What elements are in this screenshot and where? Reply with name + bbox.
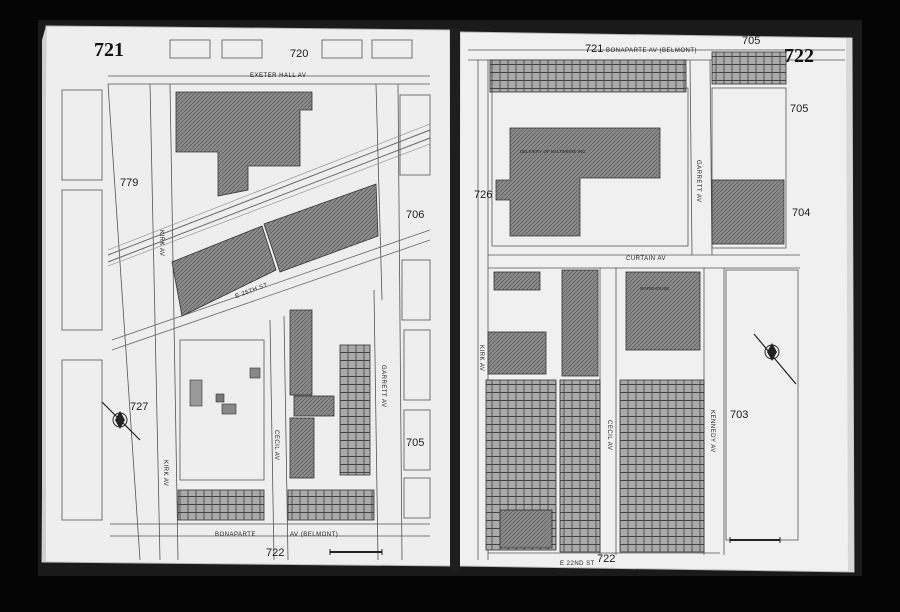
sheet-number-right: 722 <box>784 45 814 67</box>
street-cecil-right: CECIL AV <box>606 420 612 450</box>
left-buildings <box>171 91 379 521</box>
block-721-right: 721 <box>585 43 603 55</box>
scale-bar-left <box>329 549 383 555</box>
street-exeter-hall: EXETER HALL AV <box>250 73 306 79</box>
block-705-top: 705 <box>742 35 760 47</box>
scale-bar-right <box>729 537 781 543</box>
street-bonaparte-right: BONAPARTE AV (BELMONT) <box>606 48 697 54</box>
left-map <box>61 39 431 561</box>
street-curtain: CURTAIN AV <box>626 256 666 262</box>
right-buildings <box>485 51 787 553</box>
street-kirk-left: KIRK AV <box>158 230 164 256</box>
label-delivery-bldg: DELIVERY OF BALTIMORE INC <box>520 149 586 154</box>
block-779: 779 <box>120 177 138 189</box>
street-e22nd: E 22ND ST <box>560 561 595 567</box>
label-warehouse: WAREHOUSE <box>640 286 669 291</box>
street-kirk-left-lower: KIRK AV <box>162 460 168 486</box>
sheet-number-left: 721 <box>94 39 124 61</box>
street-kirk-right: KIRK AV <box>478 345 484 371</box>
street-garrett-left: GARRETT AV <box>380 365 386 407</box>
north-arrow-left-icon <box>101 401 141 441</box>
block-727: 727 <box>130 401 148 413</box>
block-720: 720 <box>290 48 308 60</box>
street-kennedy: KENNEDY AV <box>709 410 715 453</box>
block-705-right: 705 <box>790 103 808 115</box>
street-belmont-left: AV (BELMONT) <box>290 532 338 538</box>
street-bonaparte-left: BONAPARTE <box>215 532 256 538</box>
block-704: 704 <box>792 207 810 219</box>
street-garrett-right: GARRETT AV <box>695 160 701 202</box>
block-722-left: 722 <box>266 547 284 559</box>
street-cecil-left: CECIL AV <box>273 430 279 460</box>
block-706: 706 <box>406 209 424 221</box>
book-gutter <box>450 28 460 570</box>
north-arrow-right-icon <box>753 333 797 385</box>
block-726: 726 <box>474 189 492 201</box>
block-722-right: 722 <box>597 553 615 565</box>
block-705-left: 705 <box>406 437 424 449</box>
block-703: 703 <box>730 409 748 421</box>
